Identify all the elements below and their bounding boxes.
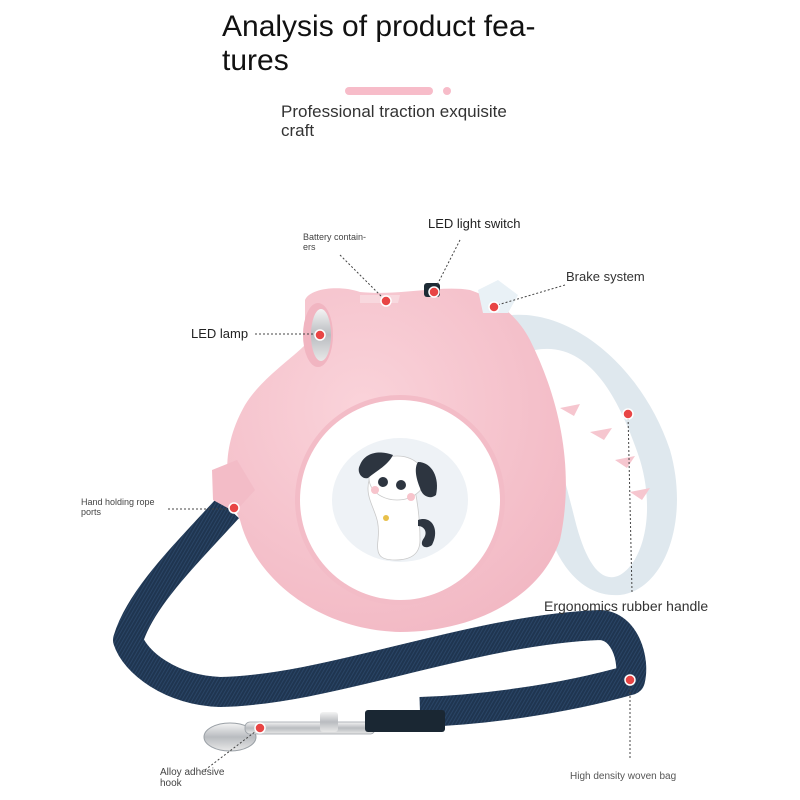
subtitle-line-2: craft xyxy=(281,121,315,140)
callout-rope-line-2: ports xyxy=(81,507,102,517)
subtitle: Professional traction exquisite craft xyxy=(281,102,541,140)
callout-battery-line-1: Battery contain- xyxy=(303,232,367,242)
brake-button xyxy=(478,280,518,313)
alloy-hook xyxy=(203,710,445,752)
callout-rope-line-1: Hand holding rope xyxy=(81,497,155,507)
callout-battery-line-2: ers xyxy=(303,242,316,252)
title-line-2: tures xyxy=(222,44,289,77)
callout-led-lamp: LED lamp xyxy=(191,326,249,341)
page-title: Analysis of product fea- tures xyxy=(222,10,562,78)
callout-alloy-hook: Alloy adhesive hook xyxy=(160,767,250,789)
puppy-illustration xyxy=(358,452,438,561)
battery-cover xyxy=(360,295,400,303)
title-line-1: Analysis of product fea- xyxy=(222,10,536,43)
leader-lines xyxy=(168,239,633,771)
callout-markers xyxy=(228,286,636,734)
callout-hook-line-1: Alloy adhesive xyxy=(160,767,225,778)
callout-ergonomic-handle: Ergonomics rubber handle xyxy=(544,598,709,614)
callout-hook-line-2: hook xyxy=(160,778,182,789)
callout-brake-system: Brake system xyxy=(566,269,645,284)
leash-strap xyxy=(113,497,647,727)
subtitle-line-1: Professional traction exquisite xyxy=(281,102,507,121)
decorative-bar xyxy=(345,87,433,95)
callout-rope-ports: Hand holding rope ports xyxy=(81,497,181,517)
decorative-dot xyxy=(443,87,451,95)
callout-woven-strap: High density woven bag xyxy=(570,771,677,782)
callout-battery-containers: Battery contain- ers xyxy=(303,232,383,252)
callout-led-light-switch: LED light switch xyxy=(428,216,521,231)
